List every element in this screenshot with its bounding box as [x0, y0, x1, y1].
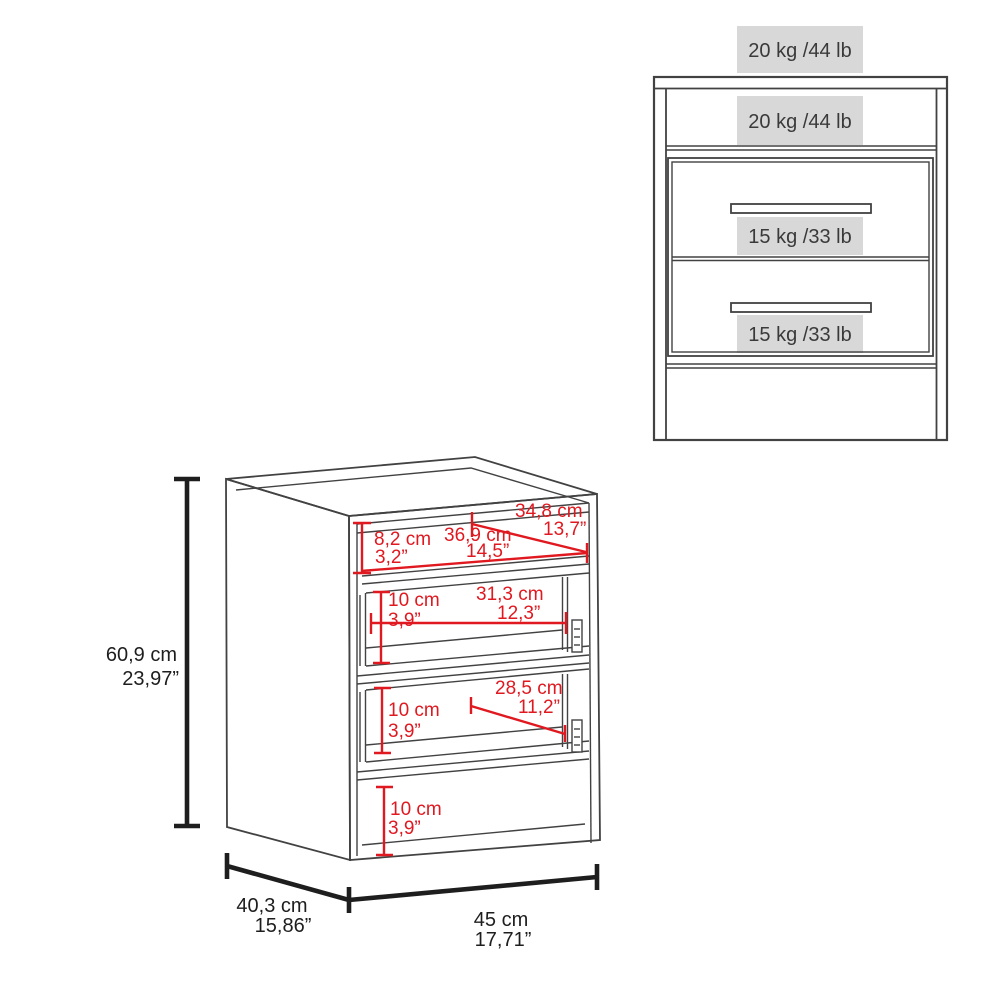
front-view: 20 kg /44 lb 20 kg /44 lb 15 kg /33 lb 1… — [652, 26, 949, 442]
capacity-label-drawer1: 15 kg /33 lb — [748, 226, 851, 248]
dim-drawer2-height-cm: 10 cm — [388, 700, 440, 721]
capacity-label-top: 20 kg /44 lb — [748, 40, 851, 62]
dim-drawer1-height: 10 cm 3,9” — [373, 590, 440, 665]
iso-view: 60,9 cm 23,97” 40,3 cm 15,86” 45 cm 17,7… — [106, 456, 601, 951]
width-dimension: 45 cm 17,71” — [348, 864, 600, 951]
dim-opening-depth-cm: 34,8 cm — [515, 501, 583, 522]
dim-drawer1-width-cm: 31,3 cm — [476, 584, 544, 605]
drawer2-handle — [730, 302, 872, 313]
dim-opening-width: 36,9 cm 14,5” — [360, 525, 589, 573]
depth-dimension-in: 15,86” — [255, 915, 312, 937]
dim-drawer1-height-in: 3,9” — [388, 610, 421, 631]
dim-drawer2-height: 10 cm 3,9” — [374, 686, 440, 755]
width-dimension-in: 17,71” — [475, 929, 532, 951]
dim-drawer1-height-cm: 10 cm — [388, 590, 440, 611]
dim-drawer1-width-in: 12,3” — [497, 603, 540, 624]
capacity-label-drawer2-bg — [737, 315, 863, 353]
dim-opening-width-in: 14,5” — [466, 541, 509, 562]
capacity-label-drawer2: 15 kg /33 lb — [748, 324, 851, 346]
depth-dimension-cm: 40,3 cm — [236, 895, 307, 917]
dim-opening-height: 8,2 cm 3,2” — [353, 521, 431, 575]
front-view-cabinet-lines — [652, 75, 949, 442]
dim-base-height-cm: 10 cm — [390, 799, 442, 820]
capacity-label-shelf-bg — [737, 96, 863, 145]
dim-opening-depth: 34,8 cm 13,7” — [470, 501, 586, 554]
iso-cabinet-lines — [225, 456, 601, 862]
dim-opening-height-in: 3,2” — [375, 547, 408, 568]
width-dimension-cm: 45 cm — [474, 909, 528, 931]
dim-drawer2-depth-cm: 28,5 cm — [495, 678, 563, 699]
drawer1-slide-rail — [571, 619, 583, 653]
dim-base-height-in: 3,9” — [388, 818, 421, 839]
drawer2-slide-rail — [571, 719, 583, 753]
capacity-label-shelf: 20 kg /44 lb — [748, 111, 851, 133]
dim-drawer2-depth: 28,5 cm 11,2” — [469, 678, 567, 742]
height-dimension-cm: 60,9 cm — [106, 644, 177, 666]
dim-drawer1-width: 31,3 cm 12,3” — [369, 584, 568, 634]
depth-dimension: 40,3 cm 15,86” — [224, 853, 352, 937]
height-dimension: 60,9 cm 23,97” — [106, 476, 200, 829]
dim-opening-height-cm: 8,2 cm — [374, 529, 431, 550]
dim-drawer2-height-in: 3,9” — [388, 721, 421, 742]
dim-opening-depth-in: 13,7” — [543, 519, 586, 540]
capacity-label-drawer1-bg — [737, 217, 863, 255]
drawer1-handle — [730, 203, 872, 214]
dim-base-height: 10 cm 3,9” — [376, 785, 442, 857]
height-dimension-in: 23,97” — [122, 668, 179, 690]
dim-drawer2-depth-in: 11,2” — [518, 697, 560, 718]
capacity-label-top-bg — [737, 26, 863, 73]
